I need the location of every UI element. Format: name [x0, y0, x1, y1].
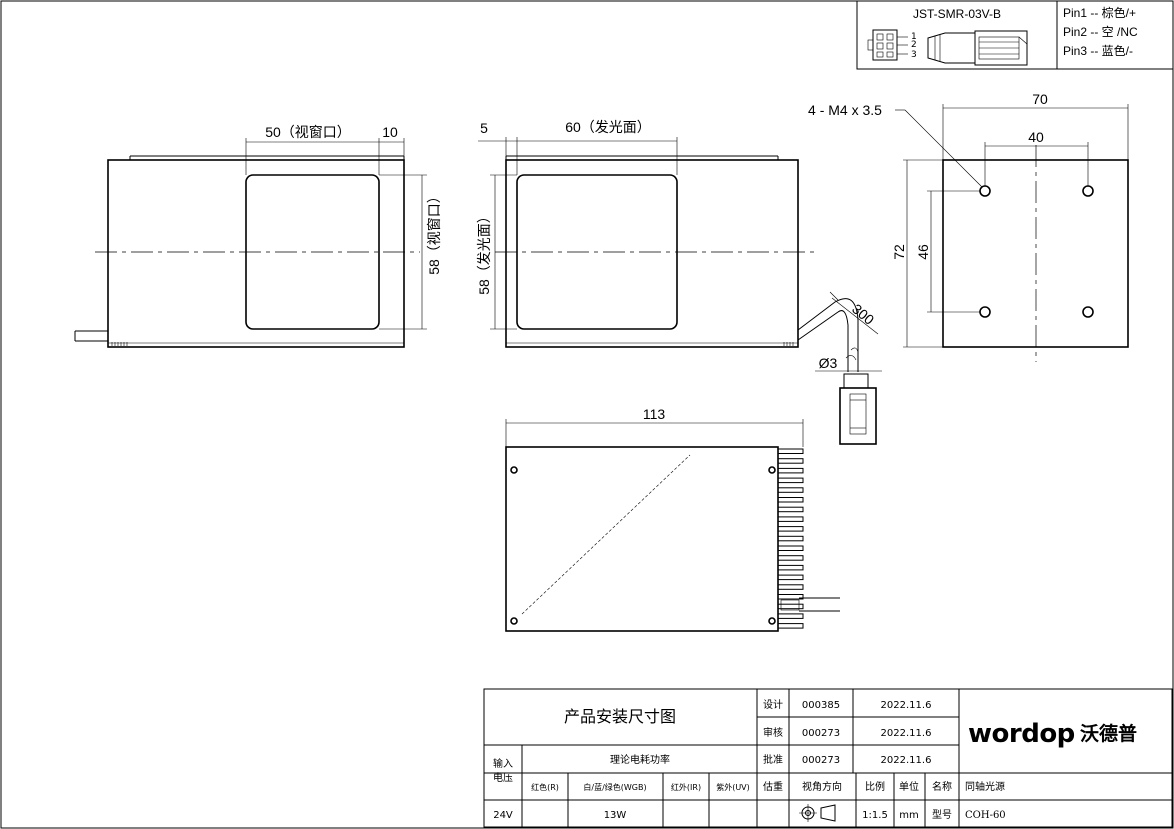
middle-edge-offset-dim: 5	[480, 120, 488, 136]
heatsink-fin	[777, 564, 804, 571]
heatsink-fin	[777, 623, 804, 629]
pin1-text: Pin1 -- 棕色/+	[1063, 5, 1136, 20]
heatsink-fin	[777, 584, 804, 590]
design-label: 设计	[763, 698, 783, 711]
hole-spacing-x-dim: 40	[1028, 129, 1044, 145]
review-label: 审核	[763, 726, 783, 739]
heatsink-fin	[777, 535, 804, 542]
front-window-height-dim: 58（视窗口）	[426, 189, 442, 275]
pin3-text: Pin3 -- 蓝色/-	[1063, 44, 1133, 58]
col-white: 白/蓝/绿色(WGB)	[583, 782, 646, 792]
screw-note: 4 - M4 x 3.5	[808, 102, 882, 118]
heatsink-fins	[777, 448, 804, 629]
mount-hole	[979, 185, 991, 197]
pin2-text: Pin2 -- 空 /NC	[1063, 25, 1138, 39]
review-date: 2022.11.6	[881, 728, 932, 739]
title-block: 产品安装尺寸图 设计 000385 2022.11.6 审核 000273 20…	[483, 688, 1173, 828]
model-label: 型号	[932, 808, 952, 821]
power-value: 13W	[604, 810, 627, 821]
connector-model: JST-SMR-03V-B	[913, 7, 1001, 21]
brand-cn: 沃德普	[1080, 722, 1137, 745]
emit-height-dim: 58（发光面）	[476, 209, 492, 295]
heatsink-fin	[777, 613, 804, 619]
top-view: 113	[505, 406, 840, 632]
side-view: 70 40 72 46 4 - M4 x 3.5	[808, 91, 1129, 362]
col-ir: 红外(IR)	[671, 782, 701, 792]
design-no: 000385	[802, 700, 840, 711]
voltage-value: 24V	[493, 810, 513, 821]
brand-logo: wordop 沃德普	[968, 719, 1137, 749]
input-label-2: 电压	[493, 771, 513, 784]
cable-diameter-dim: Ø3	[819, 355, 838, 371]
col-red: 红色(R)	[531, 782, 559, 792]
vent-slots	[783, 342, 794, 346]
approve-label: 批准	[763, 753, 783, 766]
heatsink-fin	[777, 603, 804, 610]
side-width-dim: 70	[1032, 91, 1048, 107]
weight-label: 估重	[763, 780, 783, 793]
name-label: 名称	[932, 780, 952, 793]
pin-number-2: 2	[911, 40, 917, 50]
mount-hole	[1082, 306, 1094, 318]
heatsink-fin	[777, 516, 804, 522]
review-no: 000273	[802, 728, 840, 739]
power-header: 理论电耗功率	[610, 753, 670, 766]
unit-value: mm	[899, 810, 918, 821]
hole-spacing-y-dim: 46	[915, 244, 931, 260]
heatsink-fin	[777, 545, 804, 551]
projection-symbol-icon	[799, 804, 836, 822]
heatsink-fin	[777, 487, 804, 493]
approve-date: 2022.11.6	[881, 755, 932, 766]
corner-screw	[510, 466, 518, 474]
mount-hole	[979, 306, 991, 318]
emit-width-dim: 60（发光面）	[565, 119, 651, 135]
connector-box: JST-SMR-03V-B 1 2 3	[856, 0, 1174, 70]
front-view: 50（视窗口） 10 58（视窗口）	[74, 124, 442, 348]
top-length-dim: 113	[643, 406, 666, 422]
scale-label: 比例	[865, 780, 885, 793]
connector-plug-icon	[927, 30, 1028, 66]
mount-hole	[1082, 185, 1094, 197]
design-date: 2022.11.6	[881, 700, 932, 711]
connector-socket-icon	[867, 29, 908, 61]
corner-screw	[768, 617, 776, 625]
heatsink-fin	[777, 458, 804, 464]
heatsink-fin	[777, 467, 804, 474]
heatsink-fin	[777, 555, 804, 561]
view-label: 视角方向	[802, 780, 842, 793]
middle-view: 5 60（发光面） 58（发光面） 300 Ø3	[476, 119, 882, 445]
heatsink-fin	[777, 477, 804, 484]
front-edge-offset-dim: 10	[382, 124, 398, 140]
cable-length-dim: 300	[849, 301, 877, 328]
heatsink-fin	[777, 448, 804, 454]
scale-value: 1:1.5	[862, 810, 888, 821]
name-value: 同轴光源	[965, 780, 1005, 793]
drawing-title: 产品安装尺寸图	[564, 707, 676, 726]
heatsink-fin	[777, 574, 804, 581]
col-uv: 紫外(UV)	[716, 782, 750, 792]
approve-no: 000273	[802, 755, 840, 766]
heatsink-fin	[777, 506, 804, 513]
model-value: COH-60	[965, 810, 1006, 821]
heatsink-fin	[777, 526, 804, 532]
corner-screw	[768, 466, 776, 474]
pin-number-3: 3	[911, 50, 917, 60]
heatsink-fin	[777, 497, 804, 503]
heatsink-fin	[777, 594, 804, 600]
pin-number-1: 1	[911, 32, 917, 42]
input-label-1: 输入	[493, 757, 513, 770]
unit-label: 单位	[899, 780, 919, 793]
vent-slots	[111, 342, 128, 346]
side-height-dim: 72	[891, 244, 907, 260]
front-window-width-dim: 50（视窗口）	[265, 124, 351, 140]
corner-screw	[510, 617, 518, 625]
brand-wordmark: wordop	[968, 719, 1075, 749]
